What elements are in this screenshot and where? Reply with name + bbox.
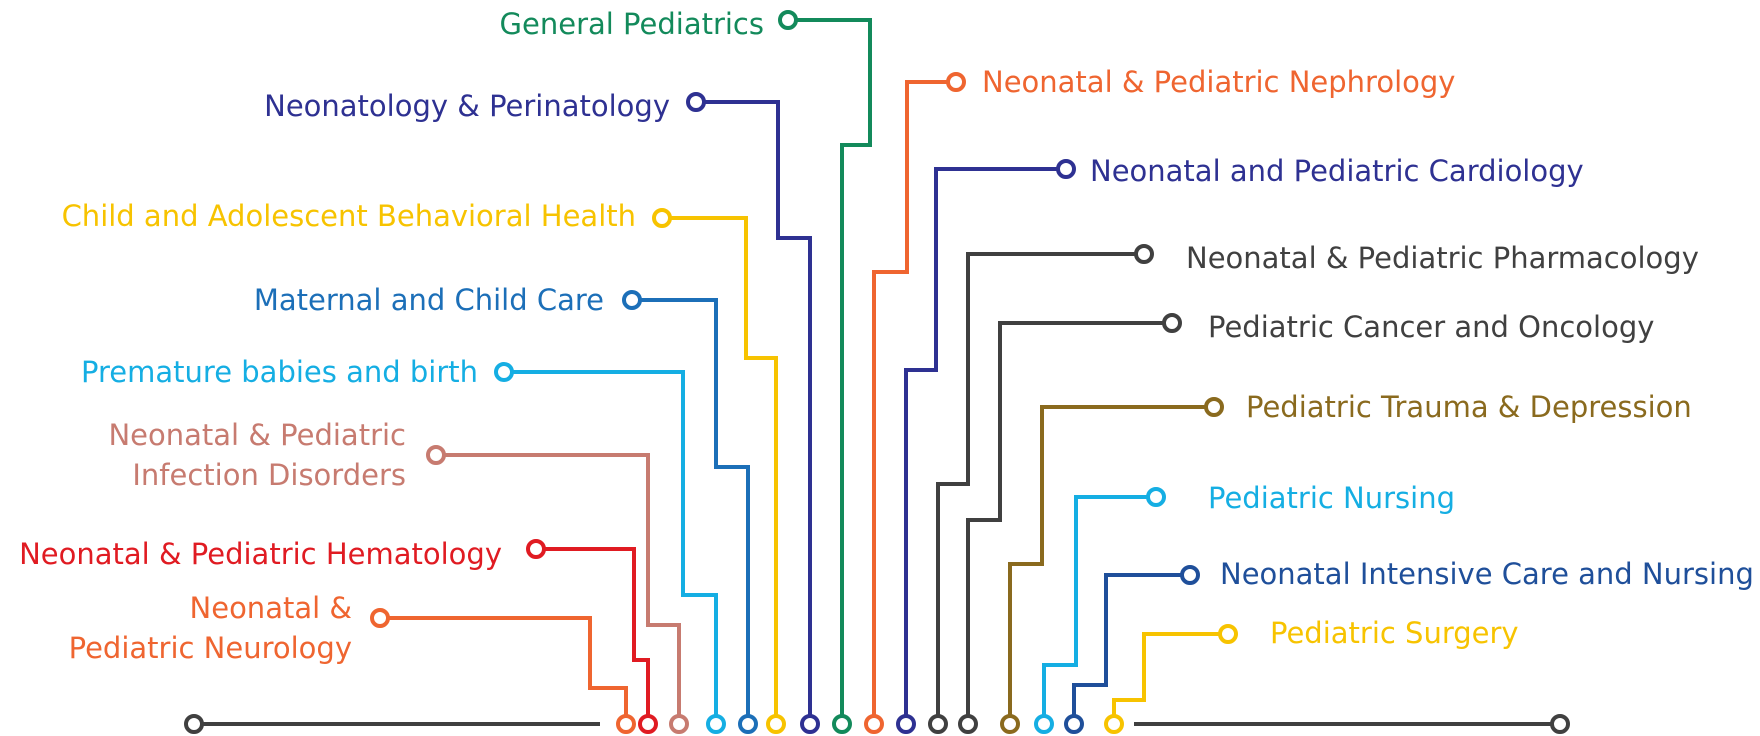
connector-nicu	[1072, 573, 1190, 724]
node-infection-disorders-end-icon	[426, 445, 446, 465]
label-general-pediatrics: General Pediatrics	[499, 7, 764, 41]
label-oncology: Pediatric Cancer and Oncology	[1208, 310, 1655, 344]
node-infection-disorders-base-icon	[669, 714, 689, 734]
label-trauma: Pediatric Trauma & Depression	[1246, 390, 1692, 424]
label-maternal-child: Maternal and Child Care	[253, 283, 604, 317]
node-nicu-base-icon	[1064, 714, 1084, 734]
label-surgery: Pediatric Surgery	[1270, 616, 1519, 650]
node-nursing-base-icon	[1034, 714, 1054, 734]
label-nicu: Neonatal Intensive Care and Nursing	[1220, 557, 1754, 591]
baseline-left-node-icon	[184, 714, 204, 734]
node-nicu-end-icon	[1180, 565, 1200, 585]
node-nephrology-end-icon	[946, 72, 966, 92]
node-maternal-child-end-icon	[622, 290, 642, 310]
connector-pharmacology	[936, 252, 1144, 724]
label-infection-disorders: Neonatal & Pediatric Infection Disorders	[108, 418, 406, 492]
node-premature-babies-end-icon	[494, 362, 514, 382]
connector-trauma	[1008, 405, 1214, 724]
baseline-right-node-icon	[1550, 714, 1570, 734]
node-surgery-end-icon	[1218, 624, 1238, 644]
node-maternal-child-base-icon	[738, 714, 758, 734]
node-behavioral-health-end-icon	[652, 208, 672, 228]
node-cardiology-end-icon	[1056, 159, 1076, 179]
connector-nursing	[1042, 495, 1156, 724]
node-behavioral-health-base-icon	[766, 714, 786, 734]
label-premature-babies: Premature babies and birth	[81, 355, 478, 389]
connector-neonatology	[696, 100, 812, 724]
connector-maternal-child	[632, 298, 750, 724]
connector-cardiology	[904, 167, 1066, 724]
label-hematology: Neonatal & Pediatric Hematology	[19, 537, 502, 571]
node-trauma-end-icon	[1204, 397, 1224, 417]
node-general-pediatrics-end-icon	[778, 10, 798, 30]
node-neurology-end-icon	[370, 608, 390, 628]
connector-behavioral-health	[662, 216, 778, 724]
node-pharmacology-base-icon	[928, 714, 948, 734]
node-neonatology-base-icon	[800, 714, 820, 734]
node-premature-babies-base-icon	[706, 714, 726, 734]
connector-hematology	[536, 547, 650, 724]
label-cardiology: Neonatal and Pediatric Cardiology	[1090, 154, 1584, 188]
label-nephrology: Neonatal & Pediatric Nephrology	[982, 65, 1456, 99]
node-general-pediatrics-base-icon	[832, 714, 852, 734]
label-pharmacology: Neonatal & Pediatric Pharmacology	[1186, 241, 1699, 275]
node-hematology-base-icon	[638, 714, 658, 734]
connector-infection-disorders	[436, 453, 681, 724]
connector-oncology	[966, 321, 1172, 724]
label-neurology: Neonatal & Pediatric Neurology	[68, 591, 352, 665]
label-nursing: Pediatric Nursing	[1208, 481, 1455, 515]
node-cardiology-base-icon	[896, 714, 916, 734]
node-hematology-end-icon	[526, 539, 546, 559]
connector-nephrology	[872, 80, 956, 724]
connector-surgery	[1112, 632, 1228, 724]
label-behavioral-health: Child and Adolescent Behavioral Health	[61, 199, 636, 233]
node-oncology-end-icon	[1162, 313, 1182, 333]
node-neonatology-end-icon	[686, 92, 706, 112]
node-trauma-base-icon	[1000, 714, 1020, 734]
connector-general-pediatrics	[788, 18, 872, 724]
node-nursing-end-icon	[1146, 487, 1166, 507]
node-nephrology-base-icon	[864, 714, 884, 734]
connector-premature-babies	[504, 370, 718, 724]
node-surgery-base-icon	[1104, 714, 1124, 734]
label-neonatology: Neonatology & Perinatology	[264, 89, 670, 123]
node-pharmacology-end-icon	[1134, 244, 1154, 264]
node-neurology-base-icon	[616, 714, 636, 734]
node-oncology-base-icon	[958, 714, 978, 734]
connector-neurology	[380, 616, 628, 724]
